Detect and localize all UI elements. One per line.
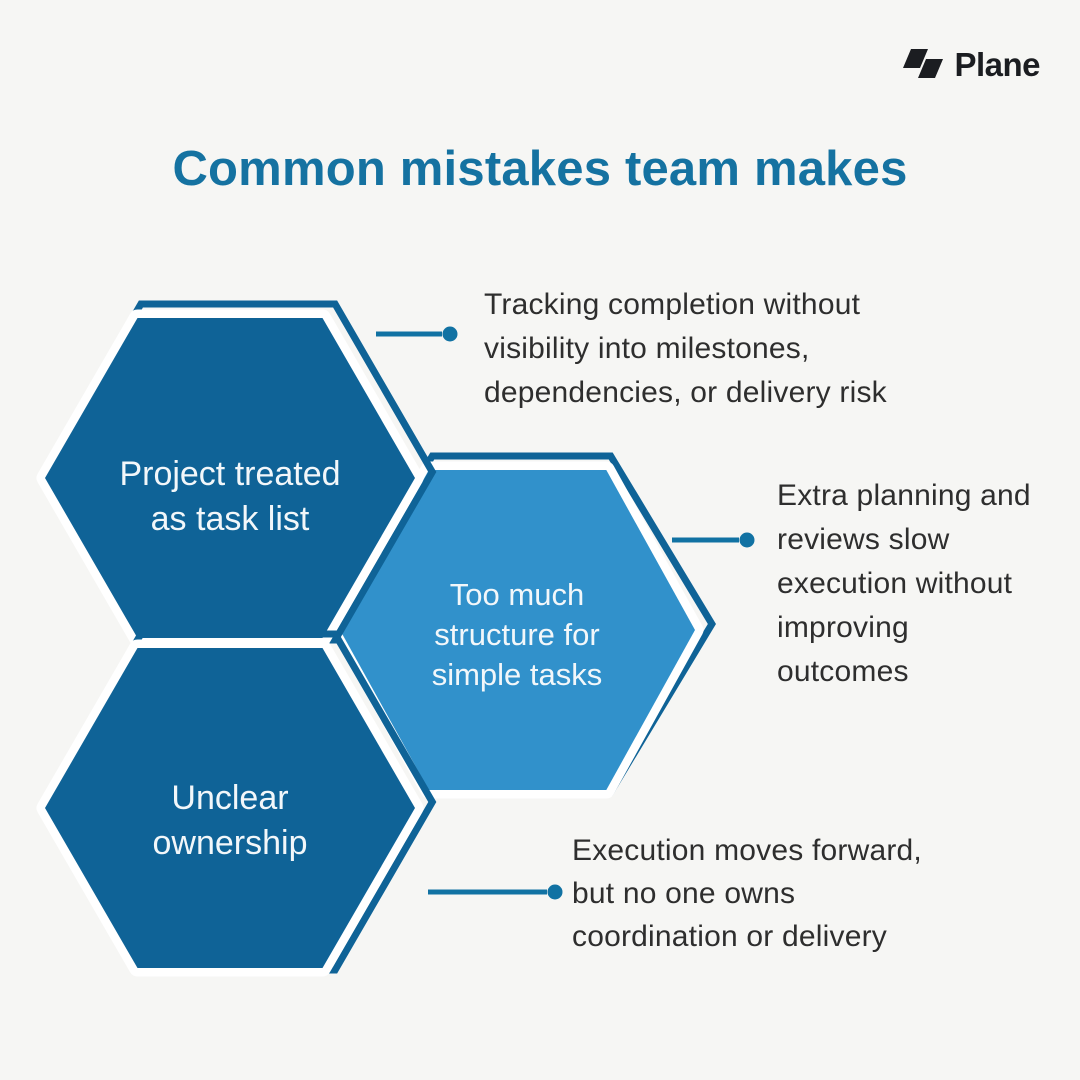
hexagon-project-treated-as-task-list — [36, 300, 437, 647]
annotation-extra-planning: Extra planning and reviews slow executio… — [777, 479, 1031, 688]
hexagon-label-unclear-ownership: Unclear ownership — [152, 779, 308, 862]
page-title: Common mistakes team makes — [172, 142, 908, 196]
hexagon-unclear-ownership — [36, 630, 437, 977]
annotation-execution-ownership: Execution moves forward, but no one owns… — [572, 834, 922, 953]
plane-logo-text: Plane — [954, 45, 1040, 83]
connector-extra-planning — [672, 532, 755, 548]
connector-execution-ownership — [428, 884, 563, 900]
plane-logo: Plane — [897, 46, 1040, 84]
hexagon-label-project-treated-as-task-list: Project treated as task list — [119, 455, 341, 538]
plane-logo-icon — [903, 49, 945, 80]
hexagon-label-too-much-structure: Too much structure for simple tasks — [431, 577, 603, 692]
connector-tracking-completion — [376, 326, 458, 342]
annotation-tracking-completion: Tracking completion without visibility i… — [484, 288, 887, 409]
